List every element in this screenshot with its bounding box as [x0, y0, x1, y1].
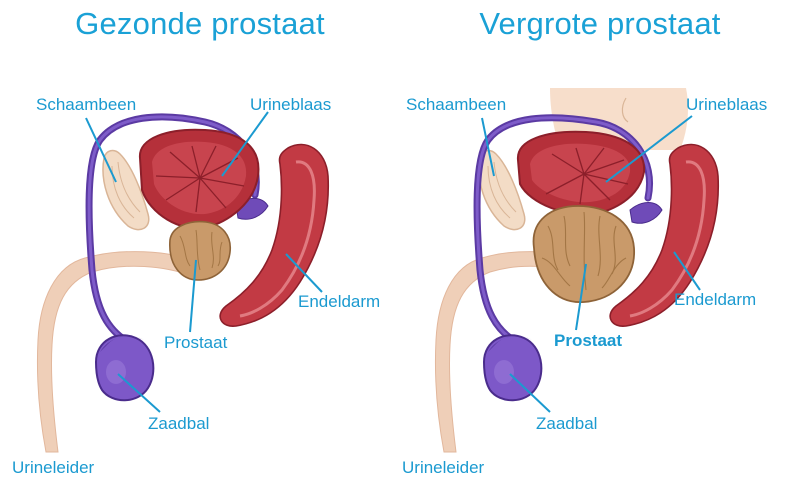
leader-line-testis [117, 373, 161, 413]
label-testis: Zaadbal [536, 414, 598, 433]
healthy-anatomy-illustration [36, 111, 330, 453]
enlarged-anatomy-illustration [434, 88, 720, 453]
prostate-shape [169, 220, 231, 281]
rectum-shape [219, 143, 330, 327]
label-urethra: Urineleider [12, 458, 95, 477]
label-prostate: Prostaat [554, 331, 623, 350]
leader-line-rectum [673, 251, 701, 291]
label-rectum: Endeldarm [674, 290, 757, 309]
label-urethra: Urineleider [402, 458, 485, 477]
enlarged-prostate-panel: Vergrote prostaat [400, 0, 800, 492]
label-bladder: Urineblaas [686, 95, 768, 114]
leader-line-pubic-bone [85, 117, 117, 183]
leader-line-bladder [221, 111, 269, 177]
leader-line-prostate [189, 259, 197, 333]
rectum-shape [609, 143, 720, 327]
leader-line-testis [509, 373, 551, 413]
healthy-prostate-panel: Gezonde prostaat [12, 6, 381, 477]
panel-title: Vergrote prostaat [479, 6, 721, 41]
label-prostate: Prostaat [164, 333, 228, 352]
label-pubic-bone: Schaambeen [36, 95, 137, 114]
label-pubic-bone: Schaambeen [406, 95, 507, 114]
leader-line-pubic-bone [481, 117, 495, 177]
label-rectum: Endeldarm [298, 292, 381, 311]
leader-line-bladder [605, 115, 693, 183]
leader-line-prostate [575, 263, 587, 331]
label-testis: Zaadbal [148, 414, 210, 433]
leader-line-rectum [285, 253, 323, 293]
panel-title: Gezonde prostaat [75, 6, 325, 41]
label-bladder: Urineblaas [250, 95, 332, 114]
